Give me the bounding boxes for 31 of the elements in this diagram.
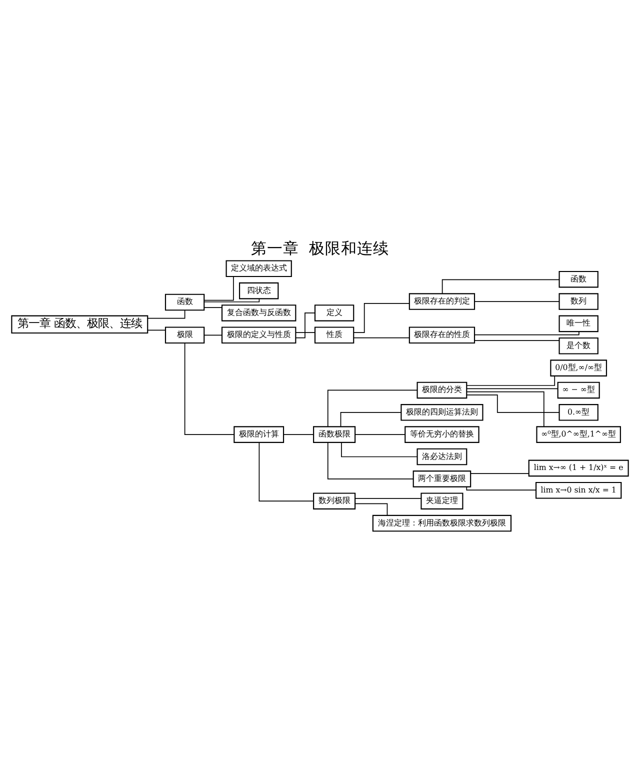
connector [474, 340, 560, 341]
node-box: 第一章 函数、极限、连续 [11, 315, 148, 334]
connector [204, 334, 222, 336]
connector [341, 442, 418, 458]
connector [327, 442, 414, 480]
connector [466, 376, 556, 386]
connector [442, 279, 560, 294]
connector [204, 276, 234, 301]
connector [466, 388, 558, 390]
connector [340, 412, 402, 427]
connector [354, 503, 388, 516]
connector [295, 332, 316, 333]
diagram-title: 第一章 极限和连续 [251, 238, 389, 258]
connector [474, 331, 580, 336]
connector [474, 301, 560, 302]
connector [354, 498, 422, 499]
connector [466, 394, 560, 413]
connector [283, 434, 314, 435]
connector [353, 337, 410, 338]
connector [295, 312, 316, 338]
connector [147, 310, 186, 319]
connector [466, 391, 544, 427]
connector [184, 342, 234, 435]
connector [466, 486, 536, 490]
connector [258, 442, 314, 502]
connector [470, 473, 530, 474]
connector [147, 330, 166, 331]
connector [327, 390, 418, 428]
connector [204, 307, 222, 308]
connector [353, 303, 410, 333]
connector [354, 434, 406, 435]
